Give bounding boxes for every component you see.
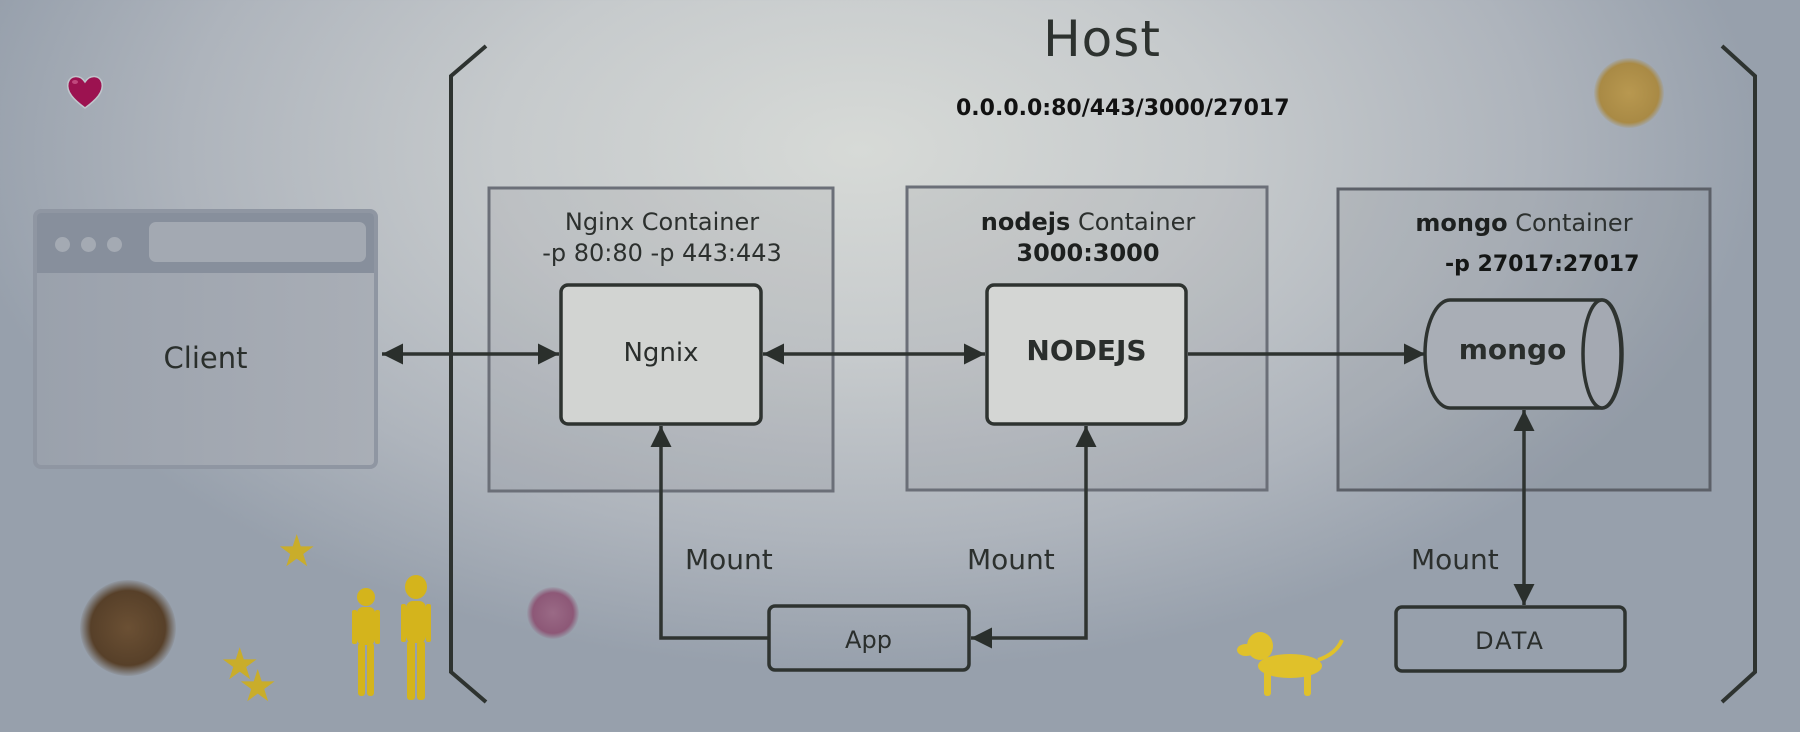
host-bracket-left [449, 44, 488, 704]
star-sticker-icon: ★ [277, 526, 317, 577]
nodejs-label: NODEJS [1026, 334, 1147, 367]
ngnix-box[interactable] [559, 283, 763, 426]
container-name: Nginx [564, 208, 635, 236]
nodejs-box[interactable] [985, 283, 1188, 426]
host-ports: 0.0.0.0:80/443/3000/27017 [956, 96, 1290, 121]
nodejs-container-title: nodejs Container 3000:3000 [908, 207, 1268, 269]
window-dot-icon [55, 237, 70, 252]
client-address-bar [149, 222, 366, 262]
mongo-label: mongo [1458, 333, 1567, 366]
pink-sphere-icon [527, 587, 579, 639]
heart-icon [64, 70, 106, 112]
container-name: nodejs [980, 208, 1071, 236]
container-suffix: Container [634, 208, 760, 236]
container-ports: 3000:3000 [1016, 239, 1160, 267]
container-name: mongo [1415, 209, 1508, 237]
container-ports: -p 80:80 -p 443:443 [542, 239, 782, 267]
host-title: Host [1043, 10, 1161, 68]
window-dot-icon [107, 237, 122, 252]
container-suffix: Container [1507, 209, 1633, 237]
edge-app-nodejs [971, 426, 1097, 649]
window-dot-icon [81, 237, 96, 252]
client-browser-window[interactable]: Client [33, 209, 378, 469]
edge-app-ngnix [650, 426, 769, 640]
ngnix-label: Ngnix [623, 338, 699, 368]
mount-label-mongo: Mount [1411, 543, 1499, 576]
gold-sphere-icon [1594, 58, 1664, 128]
mongo-container-title: mongo Container [1338, 208, 1710, 239]
mongo-cylinder[interactable] [1423, 298, 1624, 410]
brown-sphere-icon [80, 580, 176, 676]
container-suffix: Container [1070, 208, 1196, 236]
dog-figure-icon [1237, 632, 1344, 696]
data-label: DATA [1475, 627, 1545, 655]
nginx-container-title: Nginx Container -p 80:80 -p 443:443 [490, 207, 834, 269]
app-label: App [845, 626, 892, 654]
client-title-bar [37, 213, 374, 273]
data-volume-box[interactable] [1394, 605, 1627, 673]
star-sticker-icon: ★ [238, 661, 278, 712]
mongo-container-ports: -p 27017:27017 [1445, 252, 1640, 277]
mount-label-nodejs: Mount [967, 543, 1055, 576]
client-label: Client [163, 341, 248, 375]
person-figure-icon [352, 588, 380, 696]
woman-figure-icon [401, 575, 431, 700]
mount-label-ngnix: Mount [685, 543, 773, 576]
host-bracket-right [1720, 44, 1757, 704]
star-sticker-icon: ★ [220, 639, 260, 690]
